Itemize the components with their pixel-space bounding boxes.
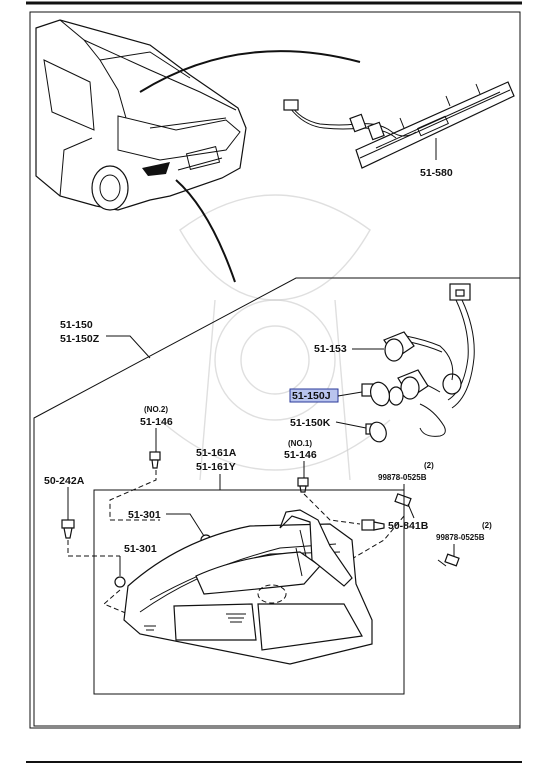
callout-line-rear-lamp: [175, 179, 236, 283]
screw-99878-a: [394, 493, 415, 519]
nut-50-841b: [361, 519, 385, 531]
label-no1: (NO.1): [288, 439, 312, 448]
label-51-150j: 51-150J: [292, 390, 331, 402]
bulb-51-150k: [365, 421, 387, 443]
rear-combination-lamp: [123, 509, 373, 665]
label-51-150k: 51-150K: [290, 417, 331, 429]
label-51-580: 51-580: [420, 167, 453, 179]
label-51-161a: 51-161A: [196, 447, 237, 459]
label-51-301-a: 51-301: [128, 509, 161, 521]
screw-51-146-a: [149, 451, 161, 469]
screw-99878-b: [437, 553, 460, 567]
label-qty2-b: (2): [482, 521, 492, 530]
label-50-841b: 50-841B: [388, 520, 429, 532]
label-no2: (NO.2): [144, 405, 168, 414]
bulb-51-150j: [361, 381, 391, 407]
high-mount-stop-lamp: [283, 81, 515, 169]
dashlines-assembly: [103, 470, 405, 615]
car-illustration: [35, 19, 247, 211]
leader-51-301-a: [166, 513, 205, 537]
label-99878-a: 99878-0525B: [378, 473, 427, 482]
callout-line-high-mount: [139, 50, 361, 93]
label-qty2-a: (2): [424, 461, 434, 470]
leader-51-150j: [337, 391, 363, 397]
label-50-242a: 50-242A: [44, 475, 85, 487]
label-51-146-a: 51-146: [140, 416, 173, 428]
label-51-153: 51-153: [314, 343, 347, 355]
clip-51-301-b: [114, 576, 126, 588]
lamp-inner-box: [93, 489, 405, 695]
label-51-150z: 51-150Z: [60, 333, 100, 345]
detail-box: [33, 277, 521, 727]
label-51-146-b: 51-146: [284, 449, 317, 461]
label-51-150: 51-150: [60, 319, 93, 331]
clip-50-242a: [61, 519, 75, 539]
watermark-emblem: [159, 194, 391, 481]
leader-51-150k: [335, 421, 367, 429]
label-51-161y: 51-161Y: [196, 461, 236, 473]
leader-51-150: [106, 335, 151, 359]
label-51-301-b: 51-301: [124, 543, 157, 555]
label-99878-b: 99878-0525B: [436, 533, 485, 542]
dashline-50-242a: [67, 540, 120, 557]
socket-harness: [383, 283, 475, 437]
